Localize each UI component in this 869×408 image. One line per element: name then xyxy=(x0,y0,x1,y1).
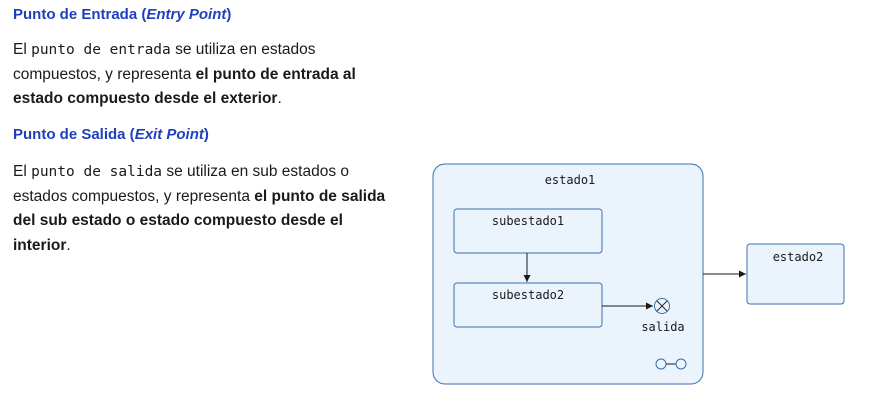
entry-text-3: . xyxy=(277,90,282,107)
entry-point-heading: Punto de Entrada (Entry Point) xyxy=(13,6,231,23)
exit-bold-text: el punto de salida del sub estado o esta… xyxy=(13,187,386,254)
exit-text-3: . xyxy=(66,236,71,254)
exit-point-paragraph: El punto de salida se utiliza en sub est… xyxy=(13,160,391,258)
composite-state-label: estado1 xyxy=(545,173,596,187)
entry-text-1: El xyxy=(13,41,32,58)
exit-text-2: se utiliza en sub estados o estados comp… xyxy=(13,163,350,205)
exit-text-1: El xyxy=(13,163,32,180)
exit-heading-em: Exit Point xyxy=(134,126,204,143)
composite-state-icon xyxy=(655,358,687,370)
exit-point-label: salida xyxy=(641,320,684,334)
exit-heading-close: ) xyxy=(203,126,209,143)
entry-text-2: se utiliza en estados compuestos, y repr… xyxy=(13,41,316,83)
entry-heading-close: ) xyxy=(226,6,232,23)
entry-bold-text: el punto de entrada al estado compuesto … xyxy=(13,65,356,108)
exit-point-heading: Punto de Salida (Exit Point) xyxy=(13,126,209,143)
exit-point-icon xyxy=(654,298,670,314)
external-state-label: estado2 xyxy=(773,250,824,264)
substate-1-box xyxy=(453,208,603,254)
entry-point-paragraph: El punto de entrada se utiliza en estado… xyxy=(13,38,391,112)
substate-1-label: subestado1 xyxy=(492,214,564,228)
exit-code-term: punto de salida xyxy=(31,164,163,180)
entry-heading-em: Entry Point xyxy=(146,6,227,23)
external-state-box xyxy=(746,243,845,305)
composite-state-box xyxy=(432,163,704,385)
exit-heading-main: Punto de Salida ( xyxy=(13,126,135,143)
entry-code-term: punto de entrada xyxy=(31,42,171,58)
substate-2-box xyxy=(453,282,603,328)
entry-heading-main: Punto de Entrada ( xyxy=(13,6,147,23)
substate-2-label: subestado2 xyxy=(492,288,564,302)
